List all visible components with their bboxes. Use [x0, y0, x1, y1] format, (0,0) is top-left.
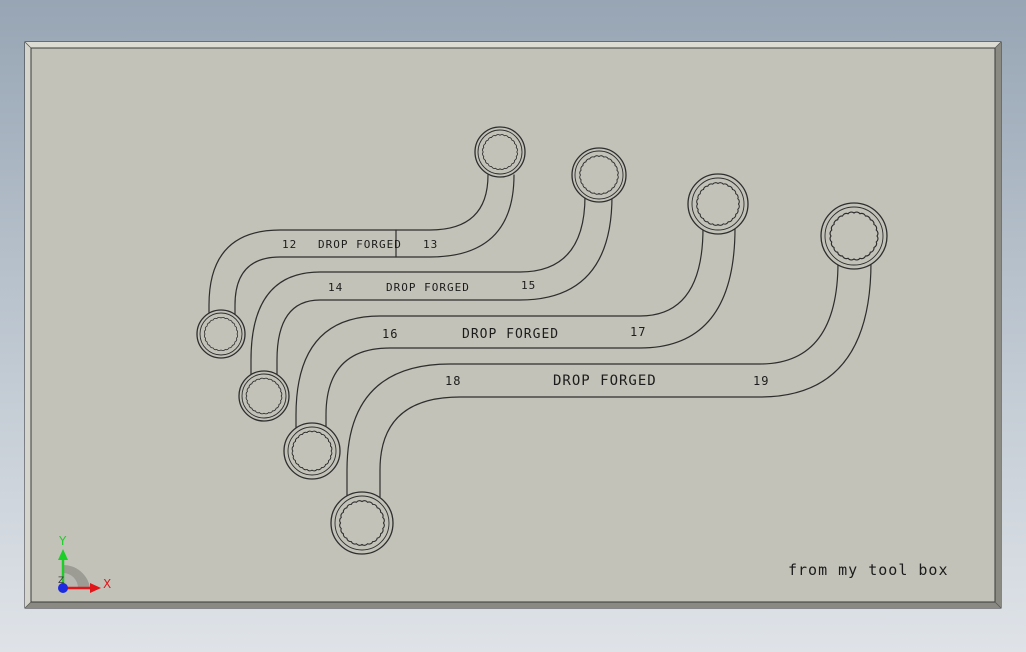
wrench-14-15[interactable] — [238, 147, 627, 422]
x-axis-label: X — [103, 577, 111, 591]
size-label-right: 15 — [521, 279, 536, 292]
x-axis-arrowhead — [90, 583, 101, 593]
box-end-18 — [330, 491, 394, 555]
size-label-left: 16 — [382, 327, 398, 341]
wrench-shank — [295, 227, 704, 431]
wrench-shank — [208, 174, 489, 317]
wrench-12-13[interactable] — [196, 126, 526, 359]
axis-triad: X Y Z — [58, 534, 111, 593]
box-end-14 — [238, 370, 290, 422]
box-end-16 — [283, 422, 341, 480]
wrench-18-19[interactable] — [330, 202, 888, 555]
z-axis-label: Z — [58, 576, 64, 586]
z-axis-origin — [58, 583, 68, 593]
wrench-shank — [234, 174, 515, 318]
y-axis-label: Y — [58, 534, 67, 548]
box-end-19 — [820, 202, 888, 270]
y-axis-arrowhead — [58, 549, 68, 560]
size-label-right: 19 — [753, 374, 769, 388]
size-label-right: 13 — [423, 238, 438, 251]
size-label-right: 17 — [630, 325, 646, 339]
wrench-16-17[interactable] — [283, 173, 749, 480]
size-label-left: 18 — [445, 374, 461, 388]
wrench-shank — [379, 261, 872, 498]
drawing-plate — [24, 41, 1002, 609]
brand-label: DROP FORGED — [462, 327, 559, 342]
wrench-shank — [250, 195, 586, 376]
brand-label: DROP FORGED — [318, 238, 402, 251]
box-end-13 — [474, 126, 526, 178]
brand-label: DROP FORGED — [553, 373, 657, 389]
brand-label: DROP FORGED — [386, 281, 470, 294]
wrench-shank — [346, 261, 839, 498]
wrench-shank — [276, 195, 613, 376]
caption-text: from my tool box — [788, 561, 949, 579]
box-end-12 — [196, 309, 246, 359]
size-label-left: 14 — [328, 281, 343, 294]
size-label-left: 12 — [282, 238, 297, 251]
wrench-shank — [325, 227, 736, 431]
box-end-17 — [687, 173, 749, 235]
box-end-15 — [571, 147, 627, 203]
